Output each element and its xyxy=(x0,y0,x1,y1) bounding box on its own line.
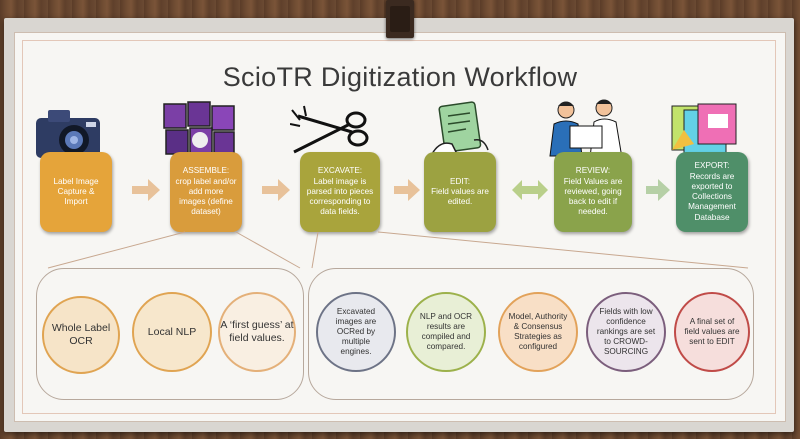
step-heading: EXPORT: xyxy=(694,161,730,171)
step-excavate: EXCAVATE: Label image is parsed into pie… xyxy=(300,152,380,232)
process-circle-ocr-engines: Excavated images are OCRed by multiple e… xyxy=(316,292,396,372)
step-heading: ASSEMBLE: xyxy=(182,166,230,176)
circle-label: A final set of field values are sent to … xyxy=(684,317,740,346)
excavate-group-container xyxy=(308,268,754,400)
process-circle-first-guess: A ‘first guess’ at field values. xyxy=(218,292,296,372)
circle-label: Model, Authority & Consensus Strategies … xyxy=(508,312,568,351)
step-label: Field Values are reviewed, going back to… xyxy=(563,176,623,217)
step-label: Records are exported to Collections Mana… xyxy=(688,171,736,222)
circle-label: Fields with low confidence rankings are … xyxy=(596,307,656,356)
process-circle-send-to-edit: A final set of field values are sent to … xyxy=(674,292,750,372)
step-review: REVIEW: Field Values are reviewed, going… xyxy=(554,152,632,232)
image-collage-icon xyxy=(163,101,235,155)
page-title: ScioTR Digitization Workflow xyxy=(222,62,578,92)
arrow-double-icon xyxy=(512,180,548,200)
scissors-icon xyxy=(290,105,369,154)
process-circle-consensus-strategies: Model, Authority & Consensus Strategies … xyxy=(498,292,578,372)
step-label: Label image is parsed into pieces corres… xyxy=(306,176,374,217)
arrow-right-icon xyxy=(394,179,420,201)
connector-line xyxy=(235,231,301,269)
step-heading: EXCAVATE: xyxy=(317,166,363,176)
circle-label: Whole Label OCR xyxy=(51,322,111,347)
circle-label: A ‘first guess’ at field values. xyxy=(220,319,294,344)
step-label: crop label and/or add more images (defin… xyxy=(175,176,237,217)
camera-icon xyxy=(36,110,100,158)
step-heading: EDIT: xyxy=(449,176,470,186)
people-reviewing-icon xyxy=(549,99,623,159)
database-files-icon xyxy=(671,103,737,155)
arrow-right-icon xyxy=(132,179,160,201)
circle-label: NLP and OCR results are compiled and com… xyxy=(419,312,473,351)
connector-line xyxy=(47,231,186,269)
nlp-group-container xyxy=(36,268,304,400)
step-assemble: ASSEMBLE: crop label and/or add more ima… xyxy=(170,152,242,232)
step-heading: REVIEW: xyxy=(575,166,611,176)
step-capture-import: Label Image Capture & Import xyxy=(40,152,112,232)
connector-line xyxy=(377,231,749,269)
step-edit: EDIT: Field values are edited. xyxy=(424,152,496,232)
binder-clip-icon xyxy=(386,0,414,38)
process-circle-whole-label-ocr: Whole Label OCR xyxy=(42,296,120,374)
arrow-right-icon xyxy=(646,179,670,201)
process-circle-crowdsourcing: Fields with low confidence rankings are … xyxy=(586,292,666,372)
step-label: Field values are edited. xyxy=(431,186,489,207)
circle-label: Excavated images are OCRed by multiple e… xyxy=(335,307,377,356)
process-circle-local-nlp: Local NLP xyxy=(132,292,212,372)
arrow-right-icon xyxy=(262,179,290,201)
connector-line xyxy=(311,231,319,269)
step-label: Label Image Capture & Import xyxy=(53,176,99,207)
circle-label: Local NLP xyxy=(147,325,197,338)
slide-inner-border xyxy=(22,40,776,414)
step-export: EXPORT: Records are exported to Collecti… xyxy=(676,152,748,232)
process-circle-nlp-ocr-compare: NLP and OCR results are compiled and com… xyxy=(406,292,486,372)
